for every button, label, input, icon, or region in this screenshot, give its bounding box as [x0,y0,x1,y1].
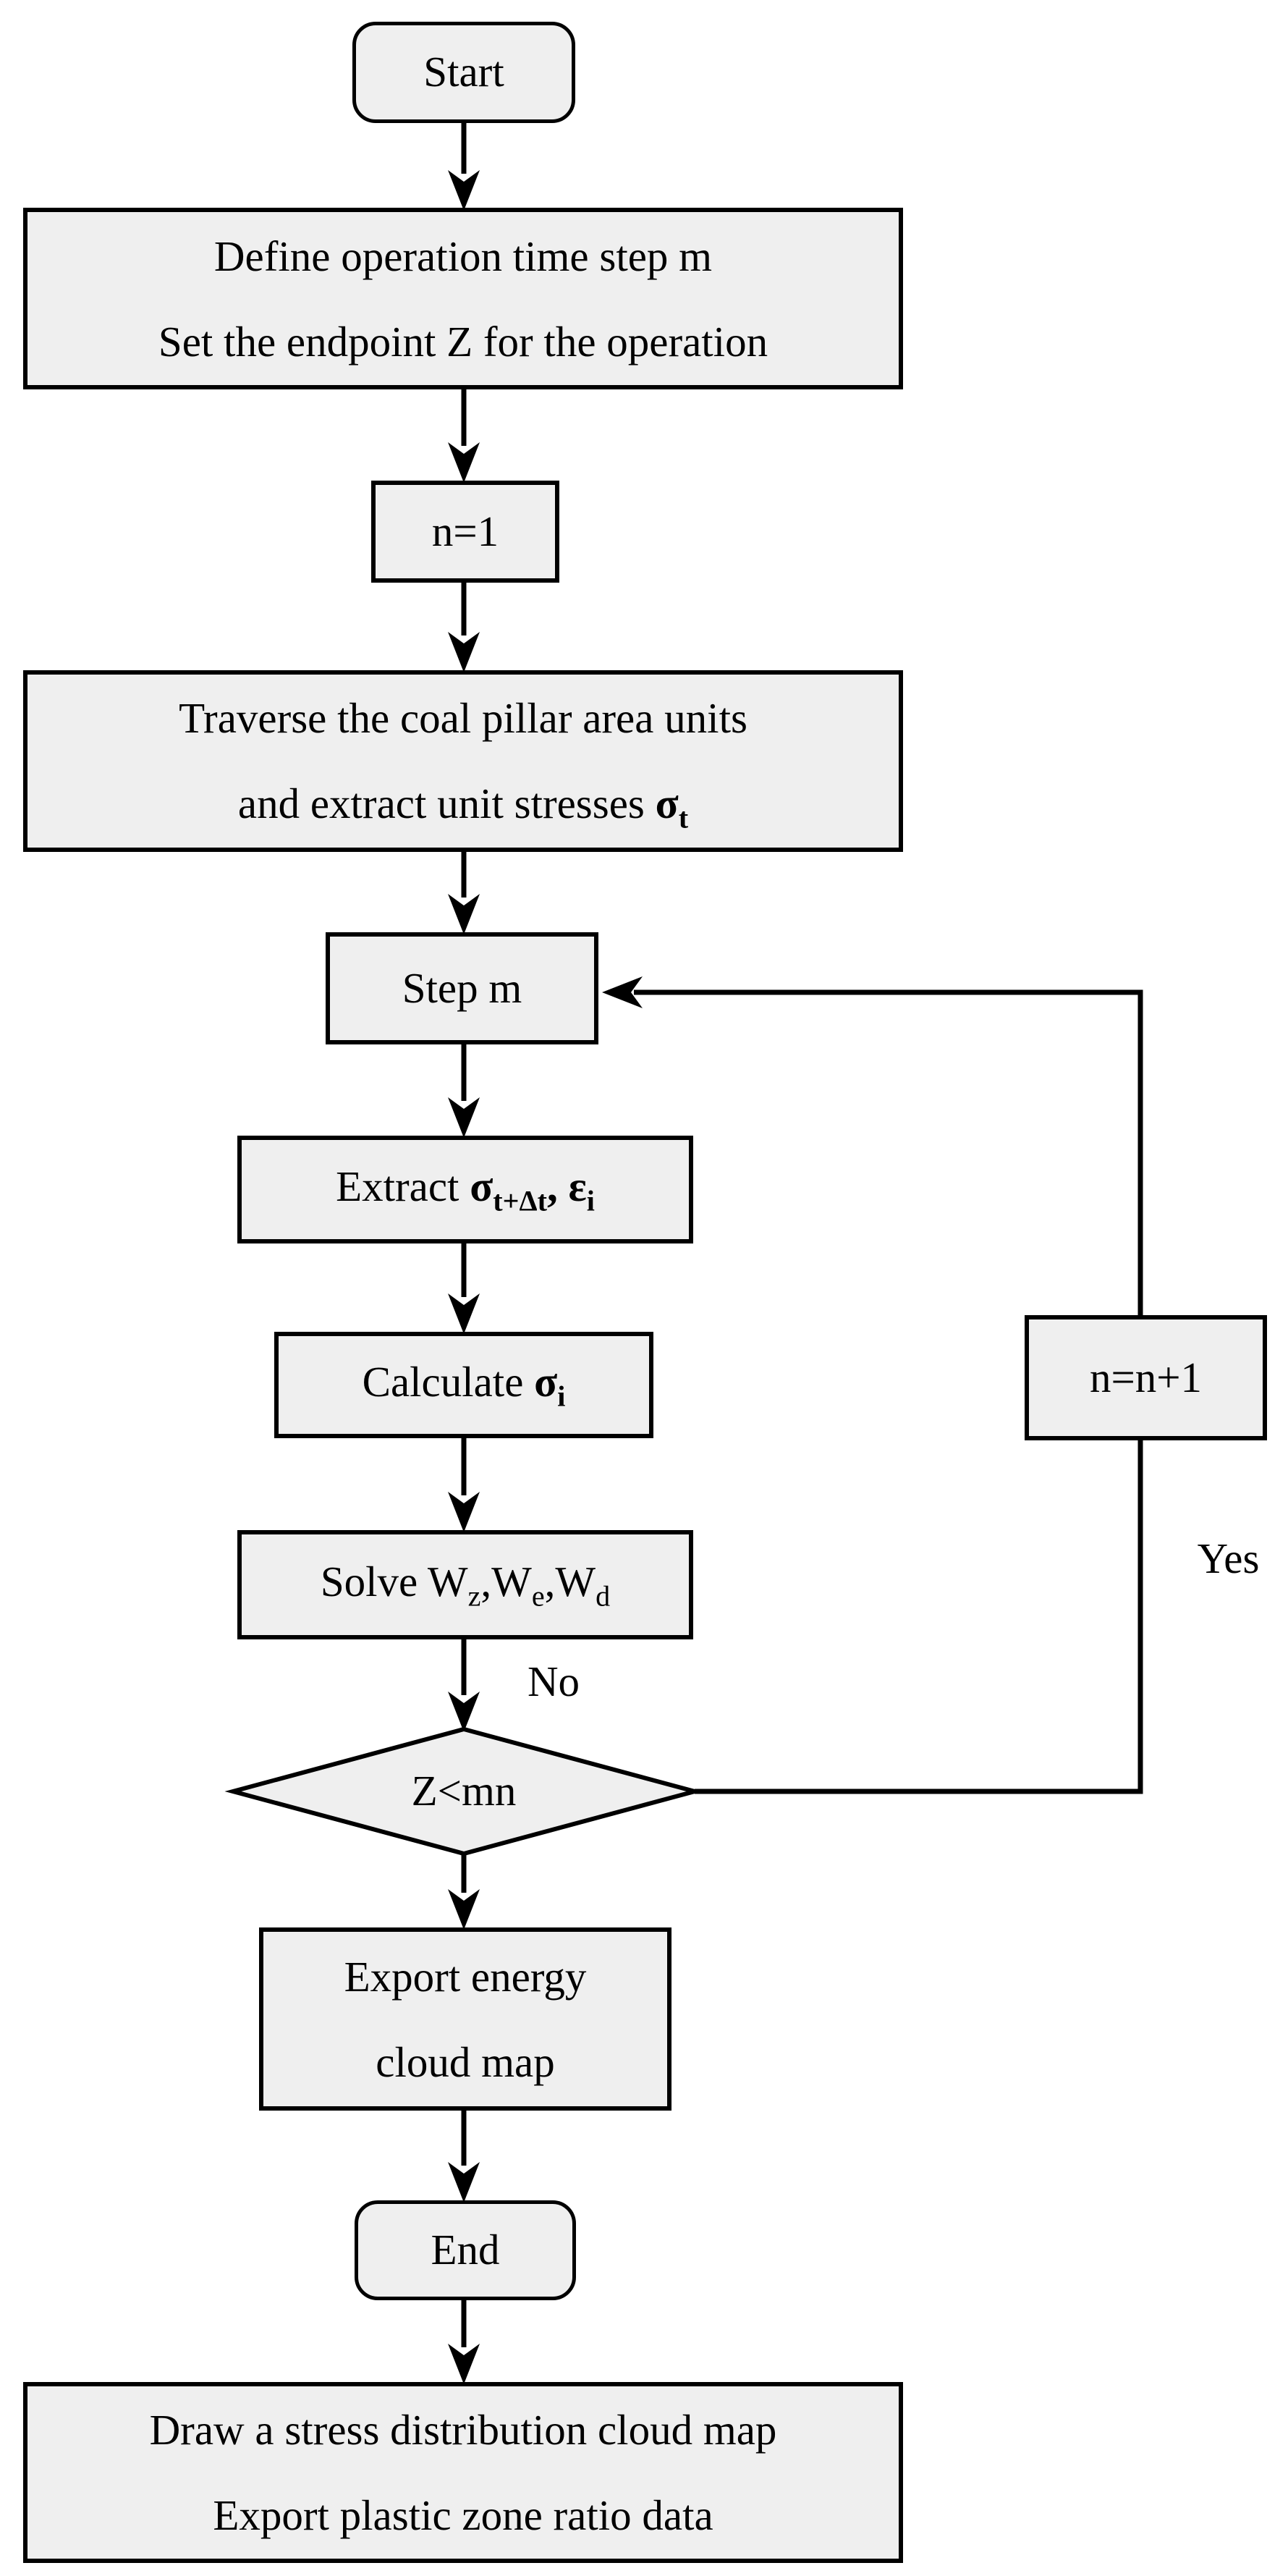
export-line-1: Export energy [344,1952,587,2001]
draw-line-2: Export plastic zone ratio data [213,2491,713,2539]
text-segment: σ [470,1162,493,1210]
define-line-1: Define operation time step m [213,232,713,280]
node-calculate-sigma: Calculate σi [274,1332,653,1438]
arrowhead-extract [448,1097,480,1138]
text-segment: , [480,1557,492,1605]
node-step-m-label: Step m [402,963,522,1012]
node-define-operation: Define operation time step m Set the end… [23,208,903,389]
text-segment [558,1162,569,1210]
node-solve-w-label: Solve Wz,We,Wd [321,1555,610,1615]
node-n-equals-1: n=1 [371,481,559,583]
arrowhead-calculate [448,1293,480,1334]
text-segment: σ [534,1357,558,1406]
node-export-energy-label: Export energy cloud map [344,1934,587,2105]
arrowhead-traverse [448,632,480,672]
text-segment: σ [655,779,679,827]
text-segment: i [557,1380,566,1413]
node-define-operation-label: Define operation time step m Set the end… [158,214,768,384]
node-end-label: End [431,2226,500,2274]
node-end: End [355,2200,576,2300]
node-traverse: Traverse the coal pillar area units and … [23,670,903,852]
node-increment-n-label: n=n+1 [1089,1353,1203,1401]
node-extract-sigma-label: Extract σt+Δt, εi [336,1160,595,1220]
text-segment: and extract unit stresses [237,779,656,827]
text-segment: z [467,1579,481,1613]
text-segment: , [547,1162,558,1210]
arrowhead-solve [448,1492,480,1532]
text-segment: t+Δt [493,1184,548,1217]
text-segment: ε [568,1162,587,1210]
traverse-line-2: and extract unit stresses σt [179,761,747,848]
arrowhead-stepm [448,894,480,934]
export-line-2: cloud map [376,2037,555,2086]
node-export-energy: Export energy cloud map [259,1927,671,2111]
node-n-equals-1-label: n=1 [431,507,499,555]
node-traverse-label: Traverse the coal pillar area units and … [179,675,747,848]
traverse-line-1: Traverse the coal pillar area units [179,693,747,742]
node-calculate-sigma-label: Calculate σi [363,1356,566,1415]
node-decision-z-mn: Z<mn [319,1759,609,1824]
arrowhead-export [448,1889,480,1930]
text-segment: W [491,1557,532,1605]
node-start-label: Start [423,48,504,96]
node-increment-n: n=n+1 [1025,1315,1267,1440]
node-decision-z-mn-label: Z<mn [411,1767,517,1815]
text-segment: , [544,1557,556,1605]
define-line-2: Set the endpoint Z for the operation [158,317,768,366]
arrowhead-decision [448,1692,480,1732]
node-step-m: Step m [326,932,598,1044]
node-solve-w: Solve Wz,We,Wd [237,1530,693,1639]
text-segment: e [531,1579,545,1613]
arrowhead-n1 [448,442,480,483]
text-segment: t [678,801,689,835]
node-extract-sigma: Extract σt+Δt, εi [237,1136,693,1243]
node-draw-stress-label: Draw a stress distribution cloud map Exp… [150,2387,777,2558]
arrowhead-loop-stepm [602,976,643,1008]
edge-label-yes: Yes [1197,1534,1260,1582]
text-segment: W [555,1557,596,1605]
text-segment: i [586,1184,595,1217]
edge-label-no: No [527,1657,580,1705]
node-start: Start [352,22,575,123]
text-segment: Solve W [320,1557,468,1605]
arrowhead-draw [448,2344,480,2384]
node-draw-stress: Draw a stress distribution cloud map Exp… [23,2382,903,2563]
text-segment: Extract [336,1162,470,1210]
arrowhead-define [448,170,480,211]
decision-diamond-shape [224,1726,703,1857]
text-segment: Calculate [362,1357,535,1406]
text-segment: d [596,1579,611,1613]
draw-line-1: Draw a stress distribution cloud map [149,2406,777,2454]
arrowhead-end [448,2162,480,2203]
